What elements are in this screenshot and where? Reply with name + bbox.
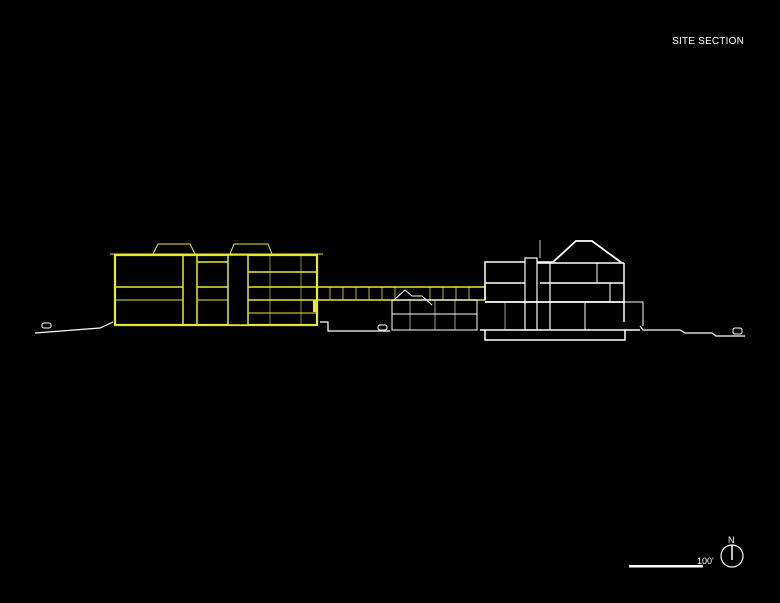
existing-building-section	[391, 240, 644, 341]
north-arrow-label: N	[728, 535, 735, 545]
drawing-title: SITE SECTION	[672, 36, 744, 47]
scale-bar	[629, 565, 703, 568]
car-icon	[377, 324, 388, 331]
car-icon	[41, 322, 52, 329]
ground-line	[34, 321, 745, 337]
scale-bar-label: 100'	[697, 556, 714, 566]
north-arrow-icon	[720, 544, 744, 568]
car-icon	[732, 327, 743, 335]
new-building-section	[110, 243, 486, 327]
